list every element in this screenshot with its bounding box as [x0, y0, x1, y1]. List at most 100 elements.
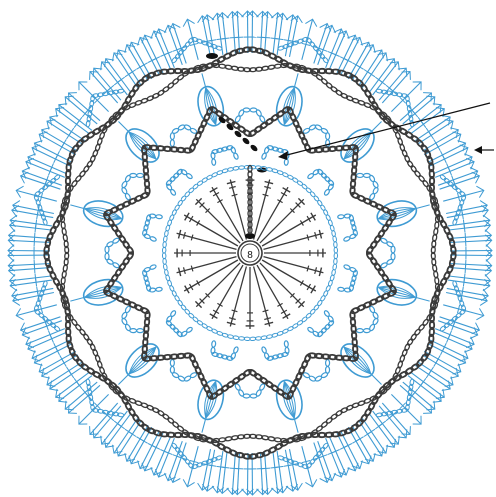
fan-stitch — [8, 264, 50, 266]
chain-stitch — [326, 360, 330, 367]
chain-stitch — [184, 308, 191, 315]
fan-stitch-bar — [34, 233, 35, 242]
fan-stitch — [391, 82, 421, 112]
blue-inner-loop — [261, 340, 292, 362]
chain-stitch — [169, 323, 176, 330]
blue-middle-loop — [234, 383, 265, 398]
fan-stitch — [232, 12, 235, 54]
fan-stitch — [79, 82, 109, 112]
fan-stitch-bar — [77, 117, 82, 124]
chain-stitch — [71, 318, 78, 326]
fan-stitch-bar — [421, 121, 426, 128]
chain-stitch — [338, 287, 345, 291]
arrowhead — [474, 146, 482, 154]
fan-stitch — [450, 240, 492, 242]
spoke-stitch — [264, 233, 324, 249]
chain-stitch — [422, 180, 429, 188]
chain-stitch — [156, 287, 163, 291]
blue-inner-loop — [337, 211, 359, 242]
chain-stitch — [284, 341, 288, 348]
fan-stitch-bar — [230, 37, 239, 38]
chain-stitch — [188, 312, 195, 319]
chain-stitch — [167, 82, 175, 90]
round-start-marker — [241, 137, 250, 146]
fan-stitch-tip — [460, 145, 468, 156]
chain-stitch — [170, 310, 177, 317]
chain-stitch — [315, 425, 323, 432]
fan-stitch — [447, 288, 488, 296]
fan-stitch — [450, 235, 492, 238]
fan-stitch — [337, 433, 355, 471]
fan-stitch-bar — [375, 424, 382, 429]
fan-stitch — [10, 225, 52, 230]
fan-stitch-bar — [69, 128, 74, 135]
chain-stitch — [184, 191, 191, 198]
chain-stitch — [165, 179, 172, 186]
shell-stem — [118, 121, 128, 131]
fan-stitch-bar — [463, 278, 464, 287]
chain-stitch — [170, 366, 174, 373]
center-spoke — [246, 177, 255, 239]
chain-stitch — [211, 341, 215, 348]
chain-stitch — [356, 329, 363, 333]
fan-stitch — [237, 453, 239, 495]
fan-stitch — [447, 210, 488, 218]
fan-stitch — [34, 143, 71, 162]
fan-stitch — [265, 12, 268, 54]
chain-stitch — [162, 86, 170, 93]
chain-stitch — [315, 74, 323, 81]
fan-stitch — [217, 13, 223, 55]
shell-cluster — [335, 338, 390, 393]
blue-inner-chain — [208, 340, 239, 362]
chain-stitch — [407, 160, 414, 168]
spoke-bar — [307, 266, 309, 272]
blue-inner-chain — [337, 264, 359, 295]
chain-stitch — [104, 378, 111, 386]
fan-stitch-bar — [74, 378, 79, 385]
fan-stitch — [34, 344, 71, 363]
fan-stitch-bar — [257, 37, 266, 38]
chain-stitch — [325, 82, 333, 90]
center-ring-label: 8 — [247, 250, 253, 261]
fan-stitch-bar — [216, 39, 225, 40]
fan-stitch-bar — [60, 355, 64, 363]
fan-stitch — [285, 15, 293, 56]
fan-stitch — [140, 37, 159, 74]
fan-stitch — [273, 13, 278, 55]
chain-stitch — [243, 108, 250, 112]
fan-stitch — [202, 449, 210, 490]
blue-loop-chain — [380, 237, 395, 268]
shell-stem — [372, 121, 382, 131]
chain-stitch — [188, 187, 195, 194]
fan-stitch-tip — [32, 350, 40, 361]
shell-stem — [416, 297, 430, 301]
center-spoke — [195, 263, 240, 308]
spoke-stitch — [254, 180, 270, 240]
chain-stitch — [71, 144, 80, 153]
spoke-bar — [232, 194, 238, 196]
chain-stitch — [322, 56, 329, 63]
chain-stitch — [391, 246, 395, 253]
fan-stitch-bar — [426, 371, 431, 378]
fan-stitch-bar — [148, 444, 156, 448]
chain-stitch — [75, 175, 83, 183]
fan-stitch — [285, 450, 293, 491]
fan-stitch-bar — [368, 72, 375, 77]
fan-stitch — [446, 205, 487, 213]
fan-stitch — [140, 431, 159, 468]
chain-stitch — [375, 107, 383, 114]
fan-stitch — [277, 451, 283, 493]
chain-stitch — [309, 308, 316, 315]
fan-stitch-bar — [356, 65, 363, 69]
fan-stitch-bar — [36, 219, 37, 228]
chain-stitch — [86, 338, 93, 346]
fan-stitch — [145, 433, 163, 471]
fan-stitch-bar — [34, 260, 35, 269]
fan-stitch — [9, 268, 51, 271]
fan-stitch-bar — [140, 63, 148, 67]
spoke-stitch — [230, 267, 246, 327]
fan-stitch — [232, 453, 235, 495]
fan-stitch-bar — [364, 432, 371, 437]
spoke-top-bar — [210, 314, 218, 318]
chain-stitch — [327, 320, 334, 327]
